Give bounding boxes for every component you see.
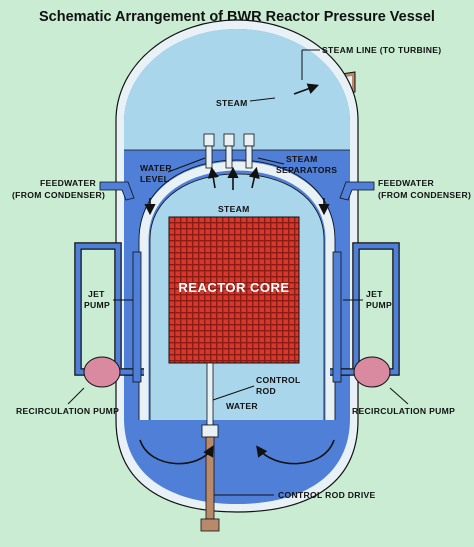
label-control-rod-drive: CONTROL ROD DRIVE (278, 490, 376, 500)
label-feedwater-right: (FROM CONDENSER) (378, 190, 471, 200)
label-recirculation-pump-right: RECIRCULATION PUMP (352, 406, 455, 416)
label-feedwater-right: FEEDWATER (378, 178, 435, 188)
flow-arrows (139, 83, 335, 465)
steam-separators (203, 133, 255, 169)
label-steam-line: STEAM LINE (TO TURBINE) (322, 45, 441, 55)
recirculation-pump-left (83, 356, 121, 388)
label-steam-top: STEAM (216, 98, 248, 108)
reactor-core (168, 216, 300, 364)
steam-dome (124, 29, 350, 150)
label-steam-separators: STEAM (286, 154, 318, 164)
control-rod (201, 362, 219, 438)
recirculation-loop-right (330, 242, 400, 383)
label-feedwater-left: (FROM CONDENSER) (12, 190, 105, 200)
label-control-rod: ROD (256, 386, 276, 396)
recirculation-loop-left (74, 242, 144, 383)
label-recirculation-pump-left: RECIRCULATION PUMP (16, 406, 119, 416)
label-water-bottom: WATER (226, 401, 258, 411)
leader-lines (67, 49, 409, 496)
label-jet-pump-left: JET (88, 289, 105, 299)
recirculation-pump-right (353, 356, 391, 388)
label-reactor-core: REACTOR CORE (178, 280, 289, 295)
label-steam-separators: SEPARATORS (276, 165, 337, 175)
label-feedwater-left: FEEDWATER (40, 178, 97, 188)
diagram-title: Schematic Arrangement of BWR Reactor Pre… (39, 9, 435, 25)
label-control-rod: CONTROL (256, 375, 301, 385)
label-water-level: WATER (140, 163, 172, 173)
label-water-level: LEVEL (140, 174, 169, 184)
control-rod-drive (200, 436, 220, 532)
label-steam-mid: STEAM (218, 204, 250, 214)
feedwater-inlet-left (99, 181, 135, 201)
feedwater-inlet-right (339, 181, 375, 201)
label-jet-pump-left: PUMP (84, 300, 110, 310)
label-jet-pump-right: PUMP (366, 300, 392, 310)
label-jet-pump-right: JET (366, 289, 383, 299)
